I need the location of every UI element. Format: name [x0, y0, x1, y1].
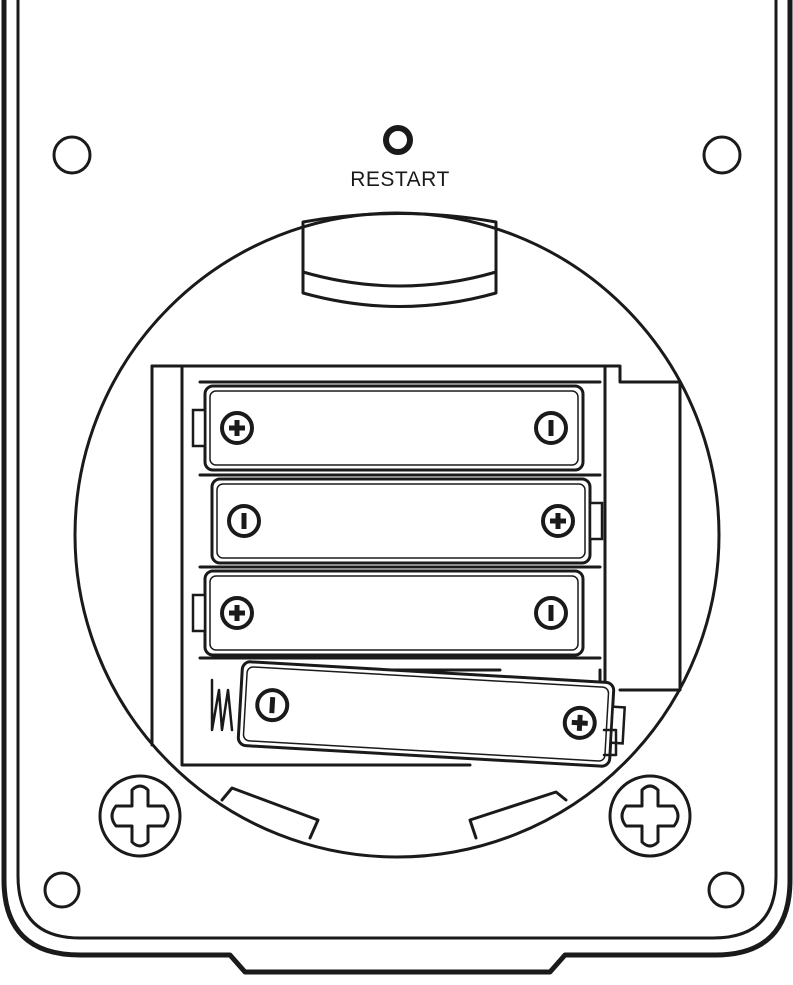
mounting-hole-bottom-left — [43, 871, 81, 909]
battery-contact-bottom-right — [602, 728, 618, 757]
battery-spring — [210, 678, 234, 732]
battery-body — [210, 477, 592, 565]
battery-inner-edge — [209, 575, 579, 651]
battery-terminal-left — [220, 411, 254, 445]
battery-contact-tab — [588, 501, 604, 541]
battery-terminal-right — [541, 504, 575, 538]
battery-terminal-right — [534, 596, 568, 630]
battery-1[interactable] — [191, 384, 585, 472]
batteries-layer — [191, 384, 627, 768]
battery-terminal-right — [534, 411, 568, 445]
restart-button[interactable] — [383, 125, 413, 155]
battery-body — [203, 569, 585, 657]
battery-inner-edge — [216, 483, 586, 559]
device-inner-outline — [16, 0, 778, 940]
battery-terminal-left — [227, 504, 261, 538]
battery-4[interactable] — [236, 660, 627, 768]
restart-label: RESTART — [350, 168, 450, 191]
mounting-hole-top-left — [52, 135, 92, 175]
screw-right[interactable] — [608, 774, 692, 858]
battery-terminal-left — [220, 596, 254, 630]
battery-contact-tab — [191, 408, 207, 448]
battery-terminal-right — [562, 705, 597, 740]
mounting-hole-top-right — [702, 135, 742, 175]
battery-contact-tab — [191, 593, 207, 633]
battery-contact-tab — [609, 705, 627, 745]
battery-3[interactable] — [191, 569, 585, 657]
battery-inner-edge — [242, 666, 610, 762]
cover-latch[interactable] — [301, 212, 498, 308]
battery-2[interactable] — [210, 477, 604, 565]
cover-tab-right — [468, 790, 568, 840]
battery-inner-edge — [209, 390, 579, 466]
battery-terminal-left — [255, 688, 290, 723]
cover-tab-left — [220, 786, 320, 840]
battery-body — [203, 384, 585, 472]
battery-holder — [150, 364, 682, 767]
cover-latch-edge — [301, 270, 498, 288]
mounting-hole-bottom-right — [707, 871, 745, 909]
screw-left[interactable] — [98, 774, 182, 858]
